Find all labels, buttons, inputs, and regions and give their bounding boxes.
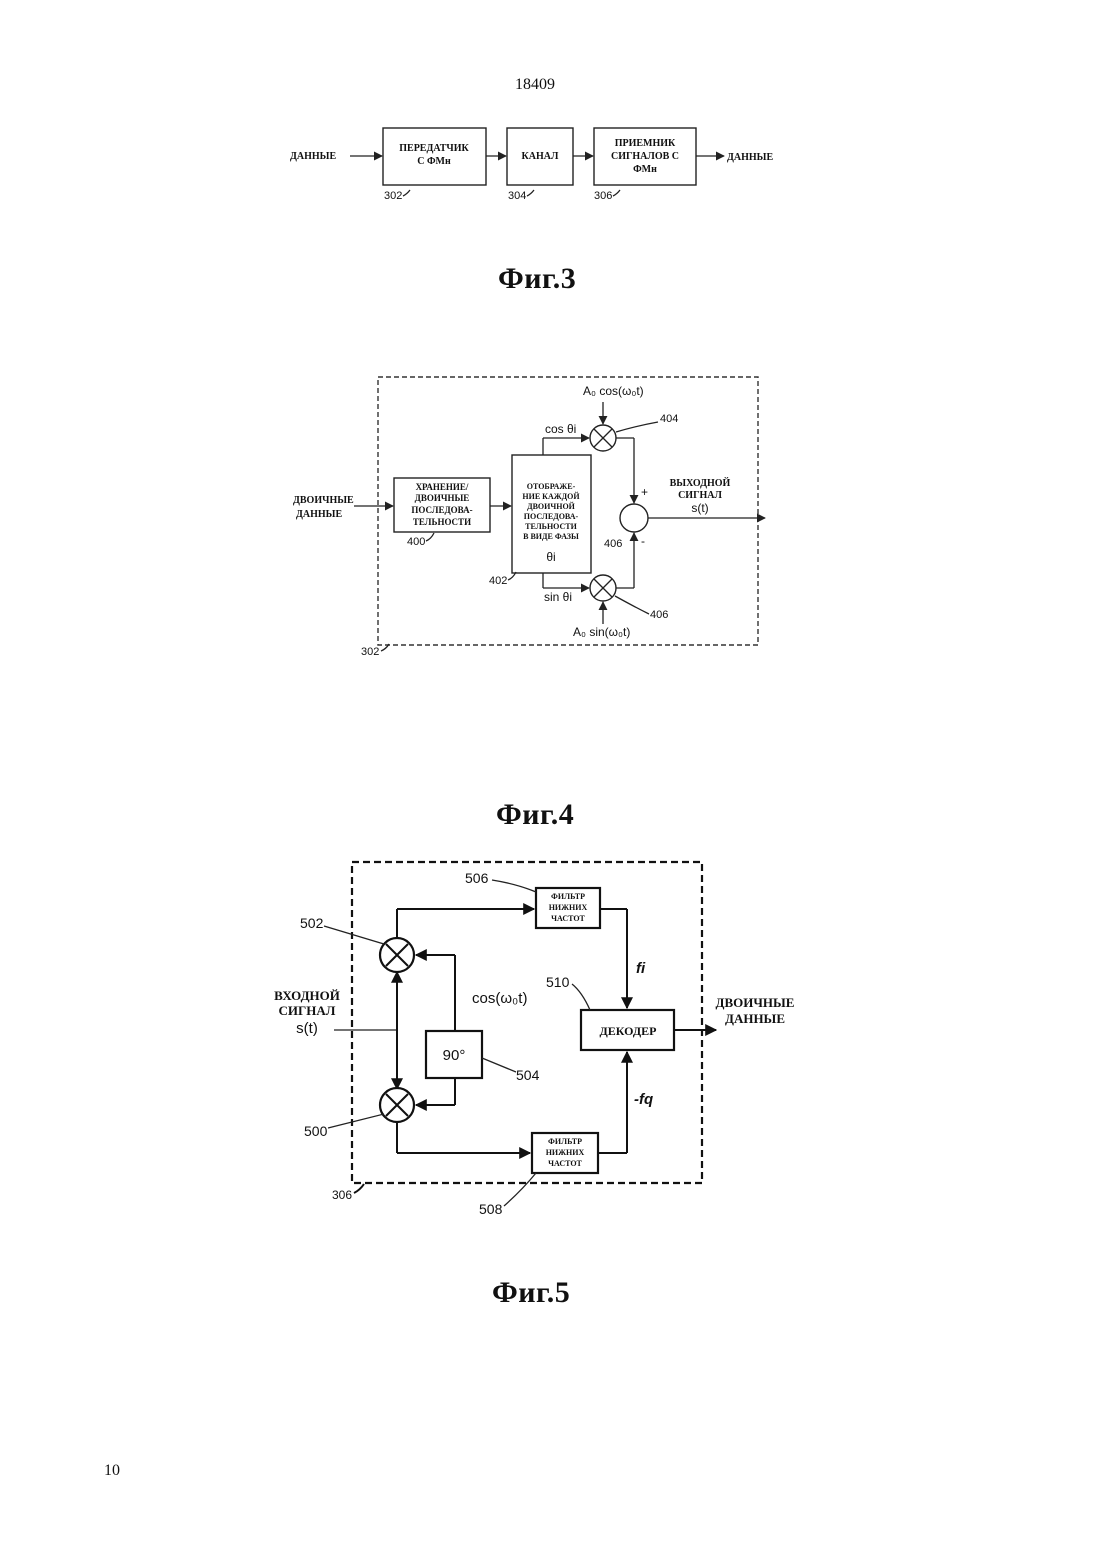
fig5-diagram: 306 ВХОДНОЙ СИГНАЛ s(t) 502 500 cos(ω₀t)… <box>274 862 794 1217</box>
fig4-sin-theta-label: sin θi <box>544 590 572 604</box>
fig5-fi-label: fi <box>636 960 646 977</box>
fig4-mapping-label-2: НИЕ КАЖДОЙ <box>522 492 580 501</box>
fig5-leader-508 <box>504 1173 536 1206</box>
fig5-decoder-label: ДЕКОДЕР <box>600 1024 657 1038</box>
fig5-lpf-bottom-label-2: НИЖНИХ <box>546 1148 585 1157</box>
fig5-ref-502: 502 <box>300 915 324 931</box>
fig5-ref-306: 306 <box>332 1188 352 1202</box>
fig4-ref-406-sum: 406 <box>604 538 622 550</box>
fig4-storage-label-3: ПОСЛЕДОВА- <box>411 505 472 515</box>
fig4-ref-402: 402 <box>489 575 507 587</box>
fig5-ref-504: 504 <box>516 1067 540 1083</box>
fig3-transmitter-label-2: С ФМн <box>417 156 451 167</box>
fig5-leader-306 <box>354 1184 364 1193</box>
fig3-leader-304 <box>527 190 534 196</box>
fig5-leader-502 <box>324 926 384 944</box>
fig3-output-label: ДАННЫЕ <box>727 152 773 163</box>
fig5-ref-508: 508 <box>479 1201 503 1217</box>
fig3-ref-302: 302 <box>384 190 402 202</box>
fig5-leader-504 <box>482 1058 516 1072</box>
fig5-input-label-3: s(t) <box>296 1020 318 1037</box>
fig4-leader-406 <box>615 596 649 614</box>
fig5-cos-label: cos(ω₀t) <box>472 990 527 1007</box>
fig5-lpf-top-label-1: ФИЛЬТР <box>551 892 585 901</box>
fig4-ref-404: 404 <box>660 413 678 425</box>
fig3-channel-label: КАНАЛ <box>522 151 559 162</box>
fig5-leader-506 <box>492 880 536 892</box>
fig3-input-label: ДАННЫЕ <box>290 151 336 162</box>
fig4-mapping-label-7: θi <box>546 550 555 564</box>
fig5-leader-510 <box>572 984 590 1010</box>
fig3-diagram: ДАННЫЕ ПЕРЕДАТЧИК С ФМн 302 КАНАЛ 304 ПР… <box>290 128 773 202</box>
fig4-ref-400: 400 <box>407 536 425 548</box>
fig4-carrier-cos-label: A₀ cos(ω₀t) <box>583 384 644 398</box>
fig3-ref-306: 306 <box>594 190 612 202</box>
fig4-input-label-2: ДАННЫЕ <box>296 509 342 520</box>
fig3-receiver-label-2: СИГНАЛОВ С <box>611 151 679 162</box>
fig5-ref-510: 510 <box>546 974 570 990</box>
fig4-output-label-3: s(t) <box>691 501 708 515</box>
fig4-storage-label-2: ДВОИЧНЫЕ <box>415 493 470 503</box>
fig5-output-label-2: ДАННЫЕ <box>725 1011 785 1026</box>
fig5-lpf-bottom-label-3: ЧАСТОТ <box>548 1159 582 1168</box>
fig3-ref-304: 304 <box>508 190 526 202</box>
fig4-mapping-label-6: В ВИДЕ ФАЗЫ <box>523 532 579 541</box>
fig5-input-label-1: ВХОДНОЙ <box>274 988 340 1003</box>
fig3-transmitter-label-1: ПЕРЕДАТЧИК <box>399 143 469 154</box>
fig4-minus-sign: - <box>641 534 645 548</box>
fig3-leader-306 <box>613 190 620 196</box>
fig4-input-label-1: ДВОИЧНЫЕ <box>293 495 354 506</box>
fig3-receiver-label-3: ФМн <box>633 164 657 175</box>
fig5-fq-label: -fq <box>634 1091 653 1108</box>
fig4-leader-400 <box>426 533 434 541</box>
fig4-storage-label-1: ХРАНЕНИЕ/ <box>416 482 469 492</box>
fig5-lpf-bottom-label-1: ФИЛЬТР <box>548 1137 582 1146</box>
fig5-lpf-top-label-2: НИЖНИХ <box>549 903 588 912</box>
fig5-input-label-2: СИГНАЛ <box>279 1003 336 1018</box>
fig5-ref-506: 506 <box>465 870 489 886</box>
fig4-output-label-2: СИГНАЛ <box>678 490 722 501</box>
fig3-leader-302 <box>403 190 410 196</box>
fig4-cos-theta-label: cos θi <box>545 422 576 436</box>
fig5-lpf-top-label-3: ЧАСТОТ <box>551 914 585 923</box>
fig4-mapping-label-1: ОТОБРАЖЕ- <box>527 482 576 491</box>
fig4-mapping-label-5: ТЕЛЬНОСТИ <box>525 522 577 531</box>
fig4-diagram: 302 ДВОИЧНЫЕ ДАННЫЕ ХРАНЕНИЕ/ ДВОИЧНЫЕ П… <box>293 377 765 658</box>
fig4-ref-302: 302 <box>361 646 379 658</box>
fig3-receiver-label-1: ПРИЕМНИК <box>615 138 676 149</box>
fig4-leader-404 <box>616 422 658 432</box>
fig4-summer <box>620 504 648 532</box>
fig5-leader-500 <box>328 1114 384 1128</box>
fig5-output-label-1: ДВОИЧНЫЕ <box>716 995 795 1010</box>
fig4-plus-sign: + <box>641 485 648 499</box>
fig4-mapping-label-3: ДВОИЧНОЙ <box>527 502 576 511</box>
fig5-phase-shift-label: 90° <box>443 1047 466 1064</box>
fig5-ref-500: 500 <box>304 1123 328 1139</box>
fig4-storage-label-4: ТЕЛЬНОСТИ <box>413 517 471 527</box>
fig4-carrier-sin-label: A₀ sin(ω₀t) <box>573 625 630 639</box>
fig4-output-label-1: ВЫХОДНОЙ <box>670 477 731 489</box>
fig4-ref-406-mult: 406 <box>650 609 668 621</box>
fig4-mapping-label-4: ПОСЛЕДОВА- <box>524 512 579 521</box>
